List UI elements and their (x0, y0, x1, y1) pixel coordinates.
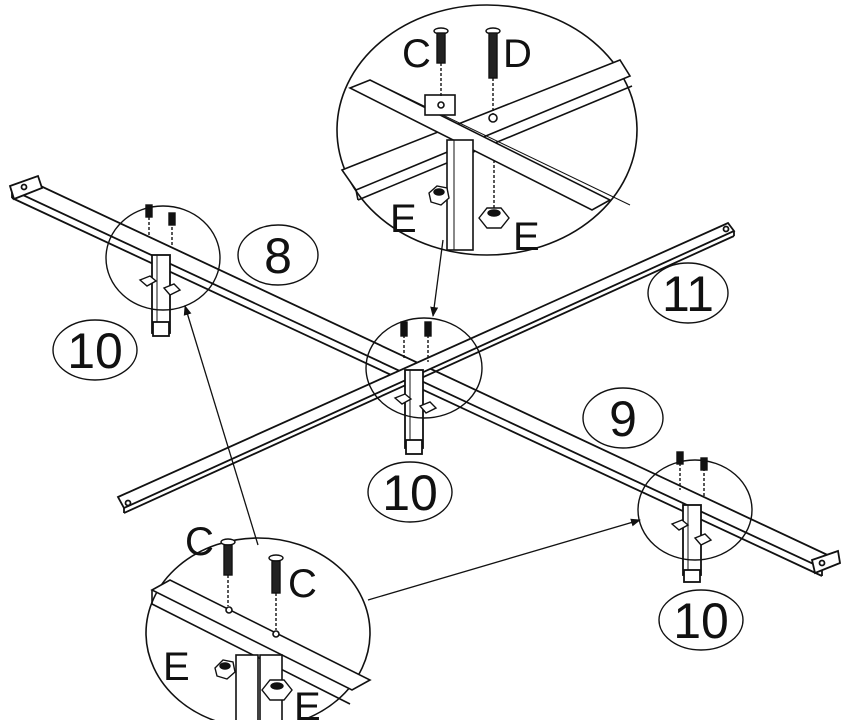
screw-icon (393, 321, 438, 414)
part-number-10-right: 10 (673, 593, 729, 649)
top-nut-e-left-label: E (390, 197, 417, 241)
part-numbers: 8 11 10 9 10 10 (67, 228, 729, 649)
top-screw-d-label: D (503, 32, 532, 76)
nut-e-left-icon (214, 659, 236, 680)
arrow-to-left (183, 305, 259, 546)
main-frame (8, 174, 841, 583)
bottom-nut-e-right-label: E (294, 685, 321, 720)
nut-e-right-icon (261, 679, 293, 701)
bottom-screw-c-left-label: C (185, 520, 214, 564)
part-callouts (52, 224, 744, 651)
detail-circle-right (637, 459, 753, 561)
detail-circle-left (105, 205, 221, 311)
top-nut-e-right-label: E (513, 215, 540, 259)
top-screw-c-label: C (402, 32, 431, 76)
leg-right (682, 504, 702, 583)
cross-rail (116, 221, 736, 514)
detail-circle-center (365, 317, 483, 419)
bottom-screw-c-right-label: C (288, 562, 317, 606)
joint-screws (138, 204, 713, 546)
nut-e-right-icon (478, 160, 510, 229)
detail-circles (105, 205, 753, 561)
top-detail: C D E E (336, 4, 638, 259)
screw-c-icon (433, 27, 449, 98)
nut-e-left-icon (428, 185, 450, 206)
screw-icon (138, 204, 182, 296)
leg-left (151, 254, 171, 337)
part-number-9: 9 (609, 391, 637, 447)
part-number-10-left: 10 (67, 323, 123, 379)
arrow-to-right (367, 518, 641, 601)
screw-c-right-icon (268, 554, 284, 630)
arrow-to-center (430, 239, 444, 317)
part-number-10-center: 10 (382, 465, 438, 521)
part-number-11: 11 (662, 266, 714, 322)
screw-d-icon (485, 27, 501, 114)
leader-arrows (183, 239, 641, 601)
screw-icon (670, 451, 713, 546)
bottom-nut-e-left-label: E (163, 645, 190, 689)
bottom-detail: C C E E (145, 520, 372, 725)
screw-c-left-icon (220, 538, 236, 606)
part-number-8: 8 (264, 228, 292, 284)
leg-center (404, 369, 424, 455)
